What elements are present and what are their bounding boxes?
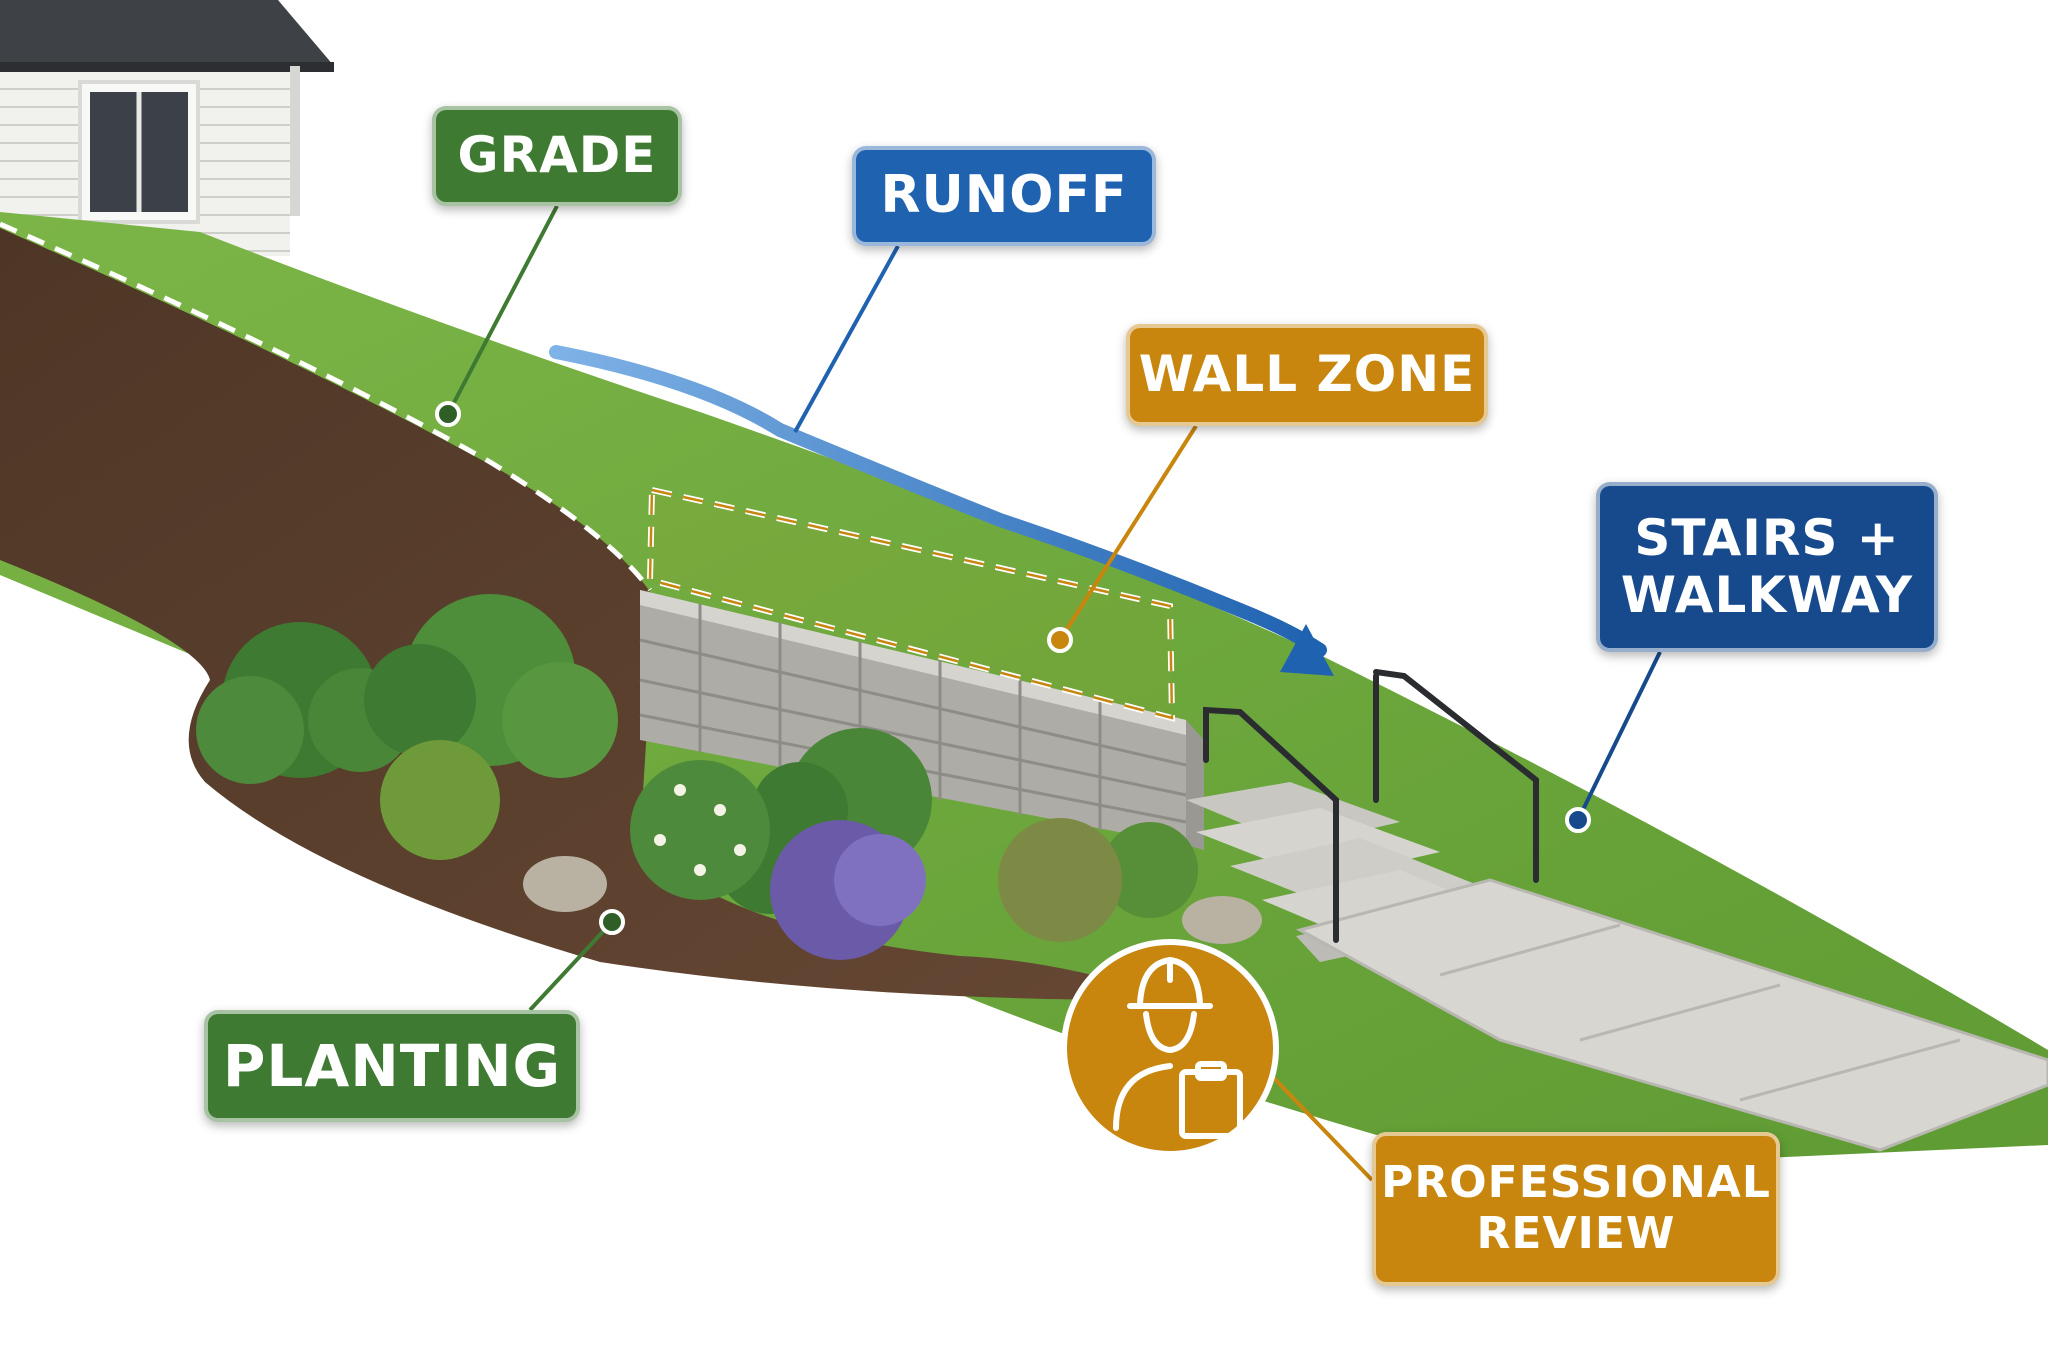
professional-review-callout-line1: PROFESSIONAL [1381,1157,1771,1209]
grade-callout-text: GRADE [457,126,657,185]
planting-bed [196,594,1262,960]
handrails [1203,669,1539,943]
runoff-flow [549,345,1327,657]
stairs-walkway-callout: STAIRS + WALKWAY [1596,482,1938,652]
walkway-joints [1439,923,1961,1102]
wall-zone-callout: WALL ZONE [1126,324,1488,426]
planting-callout-text: PLANTING [222,1031,562,1100]
house [0,0,334,256]
grade-line [0,221,653,592]
runoff-arrowhead [1280,624,1334,676]
stairs-walkway-callout-line1: STAIRS + [1634,508,1900,567]
professional-review-callout: PROFESSIONAL REVIEW [1372,1132,1780,1286]
leader-lines [446,205,1662,1182]
leader-dots [435,401,1591,935]
engineer-with-clipboard-icon [1061,939,1279,1157]
runoff-callout-text: RUNOFF [880,165,1128,226]
planting-callout: PLANTING [204,1010,580,1122]
runoff-callout: RUNOFF [852,146,1156,246]
soil-section [0,228,1180,1001]
professional-review-callout-line2: REVIEW [1476,1208,1676,1259]
grade-callout: GRADE [432,106,682,206]
wall-zone-outline-accent [648,488,1174,720]
stairs-walkway-callout-line2: WALKWAY [1620,566,1914,624]
wall-zone-callout-text: WALL ZONE [1138,345,1476,404]
